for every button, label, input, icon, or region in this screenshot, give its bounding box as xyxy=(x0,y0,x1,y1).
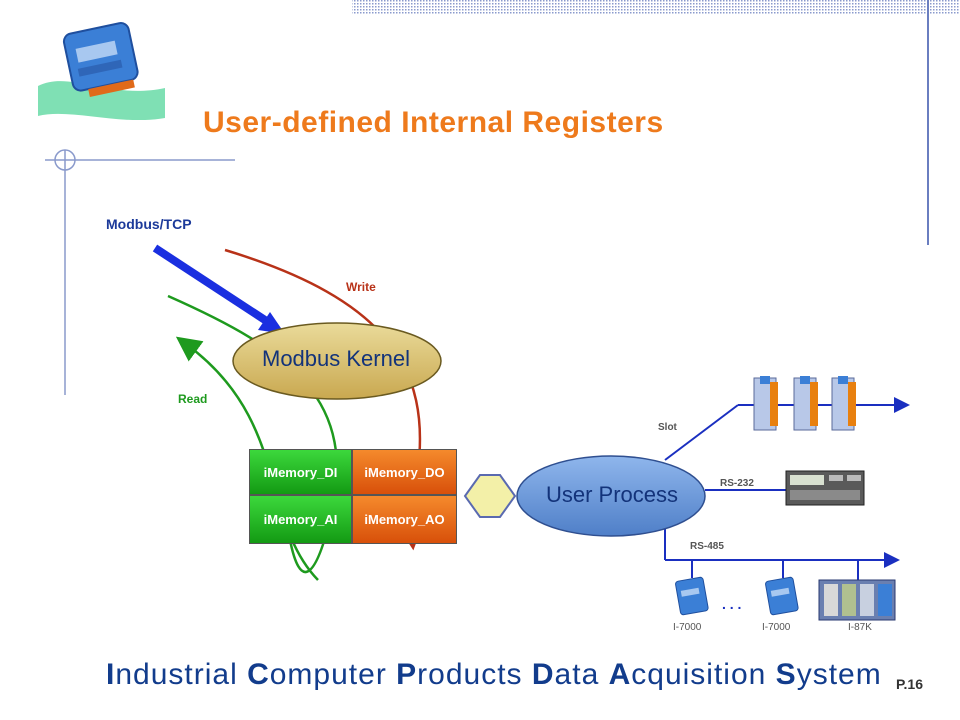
device-label-i87k: I-87K xyxy=(848,622,872,633)
modbus-tcp-label: Modbus/TCP xyxy=(106,216,192,232)
modbus-kernel-node xyxy=(232,322,442,400)
modbus-tcp-arrowhead xyxy=(258,312,285,334)
user-process-node xyxy=(516,455,706,537)
slot-line xyxy=(664,404,739,461)
device-label-i7000-a: I-7000 xyxy=(673,622,702,633)
page-number: P.16 xyxy=(896,676,923,692)
i7000-icon xyxy=(675,576,709,616)
rs232-label: RS-232 xyxy=(720,478,754,489)
write-label: Write xyxy=(346,280,376,294)
i7000-icon xyxy=(765,576,799,616)
bidirectional-arrow xyxy=(463,474,517,518)
modbus-kernel-label: Modbus Kernel xyxy=(262,346,410,371)
device-label-i7000-b: I-7000 xyxy=(762,622,791,633)
imemory-ai-cell: iMemory_AI xyxy=(249,495,352,544)
ellipsis: . . . xyxy=(722,596,742,612)
io-module-icon xyxy=(753,376,856,431)
meter-icon xyxy=(785,470,865,506)
user-process-label: User Process xyxy=(545,482,679,507)
modbus-tcp-arrow xyxy=(152,244,271,326)
read-label: Read xyxy=(178,392,208,406)
slide-title: User-defined Internal Registers xyxy=(203,106,664,139)
rs485-label: RS-485 xyxy=(690,541,724,552)
footer-title: Industrial Computer Products Data Acquis… xyxy=(106,658,882,691)
slot-label: Slot xyxy=(658,422,677,433)
memory-table: iMemory_DI iMemory_DO iMemory_AI iMemory… xyxy=(249,449,457,544)
imemory-di-cell: iMemory_DI xyxy=(249,449,352,495)
imemory-ao-cell: iMemory_AO xyxy=(352,495,457,544)
device-logo-icon xyxy=(38,22,165,120)
i87k-rack-icon xyxy=(818,579,896,621)
imemory-do-cell: iMemory_DO xyxy=(352,449,457,495)
